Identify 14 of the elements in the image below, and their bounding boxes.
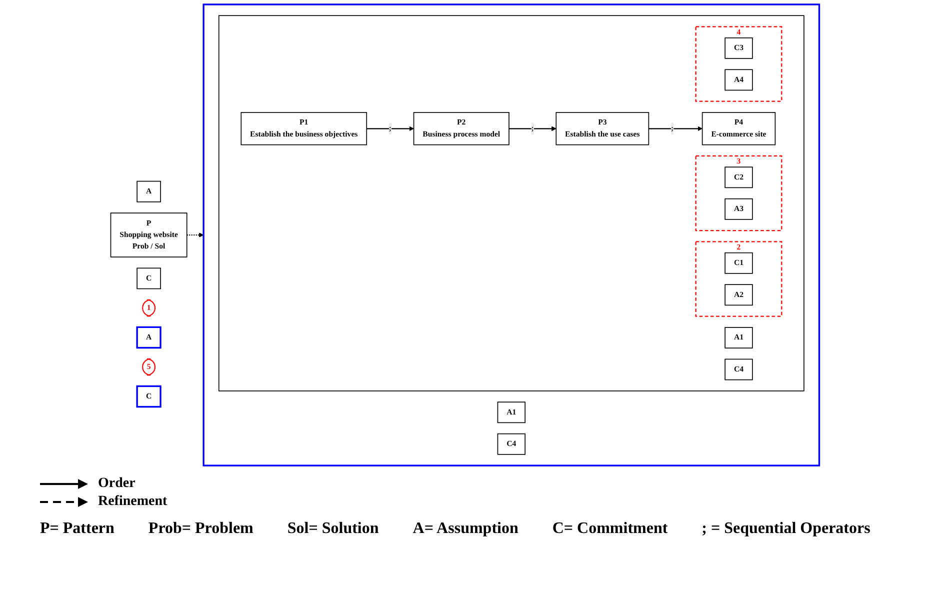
legend-note: Sol= Solution [287, 520, 379, 538]
legend-note: A= Assumption [412, 520, 518, 538]
arrow [508, 126, 556, 132]
arrow [648, 126, 703, 132]
legend-label: Refinement [98, 494, 168, 510]
legend-note: Prob= Problem [148, 520, 254, 538]
cluster [218, 15, 804, 392]
legend-note: C= Commitment [552, 520, 668, 538]
legend-note: ; = Sequential Operators [702, 520, 870, 538]
legend-note: P= Pattern [40, 520, 114, 538]
arrow [186, 232, 204, 238]
legend-label: Order [98, 476, 136, 492]
arrow [366, 126, 414, 132]
cluster [202, 4, 820, 466]
